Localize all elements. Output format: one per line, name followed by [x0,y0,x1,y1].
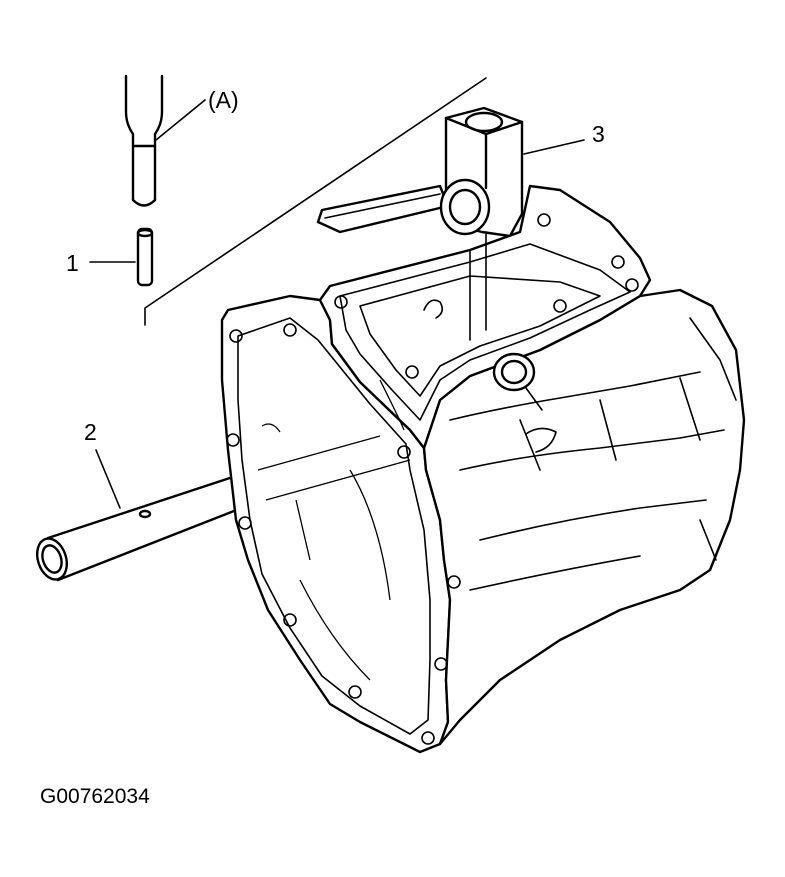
label-part-1: 1 [66,250,79,276]
exploded-view-bracket [144,77,487,326]
shift-fork-part-3 [316,106,585,238]
transmission-case [220,184,746,754]
shift-shaft-part-2 [35,449,264,582]
label-part-3: 3 [592,121,605,147]
pin-punch-tool [124,74,206,207]
roll-pin-part-1 [89,227,154,287]
figure-id: G00762034 [40,785,150,808]
label-tool-a: (A) [208,87,239,113]
label-part-2: 2 [84,419,97,445]
